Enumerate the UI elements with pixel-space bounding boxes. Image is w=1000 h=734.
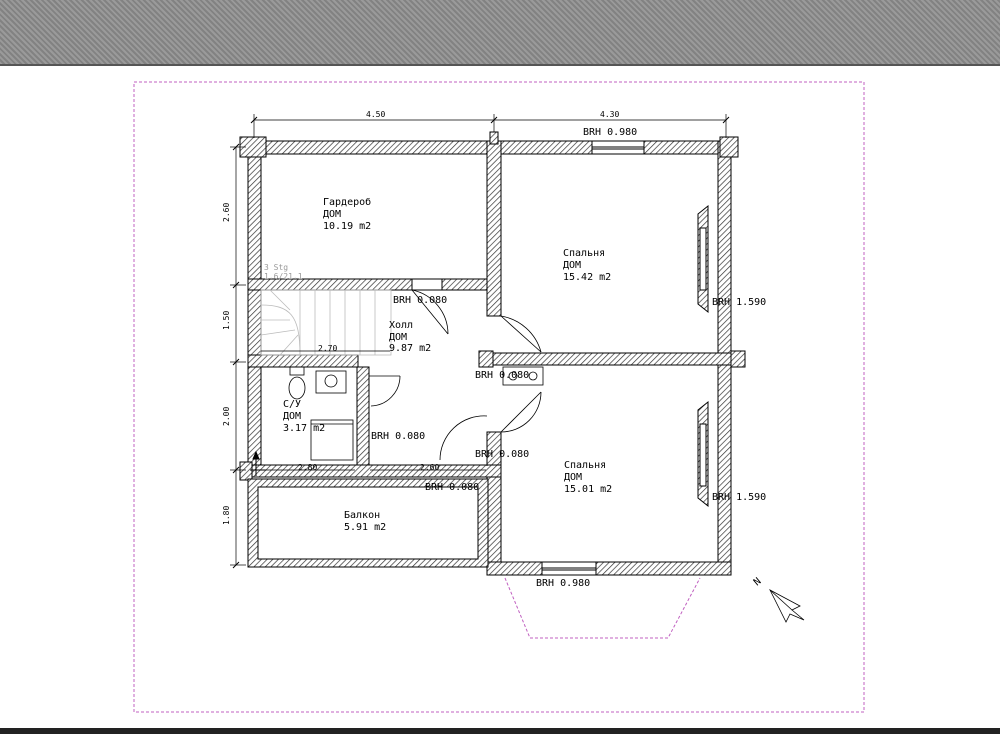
room-type: ДОМ: [389, 332, 407, 343]
room-name: Спальня: [564, 460, 606, 471]
room-type: ДОМ: [563, 260, 581, 271]
room-hall: Холл ДОМ 9.87 m2: [389, 320, 431, 354]
window-label-top: BRH 0.980: [583, 127, 637, 138]
room-area: 5.91 m2: [344, 522, 386, 533]
dim-left-2: 1.50: [222, 311, 231, 330]
bottom-bar: [0, 728, 1000, 734]
room-area: 15.42 m2: [563, 272, 611, 283]
walls: [247, 140, 732, 576]
dim-left-1: 2.60: [222, 203, 231, 222]
room-type: ДОМ: [564, 472, 582, 483]
room-name: Холл: [389, 320, 413, 331]
room-name: Гардероб: [323, 196, 371, 208]
room-balcony: Балкон 5.91 m2: [344, 510, 386, 533]
bay-window-outline: [504, 577, 701, 639]
bathroom-fixtures: [288, 366, 544, 461]
door-label-wc: BRH 0.080: [371, 431, 425, 442]
top-toolbar-area: [0, 0, 1000, 64]
wall-posts: [239, 131, 746, 481]
dimension-ticks: [232, 116, 730, 569]
room-type: ДОМ: [283, 411, 301, 422]
dim-left-4: 1.80: [222, 506, 231, 525]
room-area: 9.87 m2: [389, 343, 431, 354]
room-area: 10.19 m2: [323, 221, 371, 232]
doors: [369, 289, 542, 466]
stair-sublabel: 1.6/21.1: [264, 272, 303, 281]
room-area: 3.17 m2: [283, 423, 325, 434]
door-label-balcony: BRH 0.080: [425, 482, 479, 493]
north-arrow-icon: [769, 589, 805, 623]
window-label-right-1: BRH 1.590: [712, 297, 766, 308]
dim-stair-width: 2.70: [318, 344, 337, 353]
room-name: С/У: [283, 399, 301, 410]
door-label-bedroom-2: BRH 0.080: [475, 449, 529, 460]
dim-top-right: 4.30: [600, 110, 619, 119]
print-area-border: [133, 81, 865, 713]
room-area: 15.01 m2: [564, 484, 612, 495]
dim-bottom-small-2: 2.60: [420, 463, 439, 472]
dim-bottom-small-1: 2.80: [298, 463, 317, 472]
door-label-bedroom-1: BRH 0.080: [475, 370, 529, 381]
dimension-lines: [230, 114, 727, 566]
room-type: ДОМ: [323, 209, 341, 220]
room-bedroom-2: Спальня ДОМ 15.01 m2: [564, 460, 612, 495]
toolbar-divider: [0, 64, 1000, 66]
room-name: Балкон: [344, 510, 380, 521]
origin-marker-icon: [250, 450, 266, 476]
room-bedroom-1: Спальня ДОМ 15.42 m2: [563, 248, 611, 283]
room-wardrobe: Гардероб ДОМ 10.19 m2: [323, 196, 371, 232]
windows: [541, 140, 709, 576]
staircase: [260, 289, 392, 356]
door-label-hall: BRH 0.080: [393, 295, 447, 306]
north-label: N: [752, 576, 764, 588]
room-name: Спальня: [563, 248, 605, 259]
room-bathroom: С/У ДОМ 3.17 m2: [283, 399, 325, 434]
stair-label: 3 Stg: [264, 263, 288, 272]
window-label-bottom: BRH 0.980: [536, 578, 590, 589]
window-label-right-2: BRH 1.590: [712, 492, 766, 503]
dim-top-left: 4.50: [366, 110, 385, 119]
dim-left-3: 2.00: [222, 407, 231, 426]
balcony-rail: [247, 478, 489, 568]
